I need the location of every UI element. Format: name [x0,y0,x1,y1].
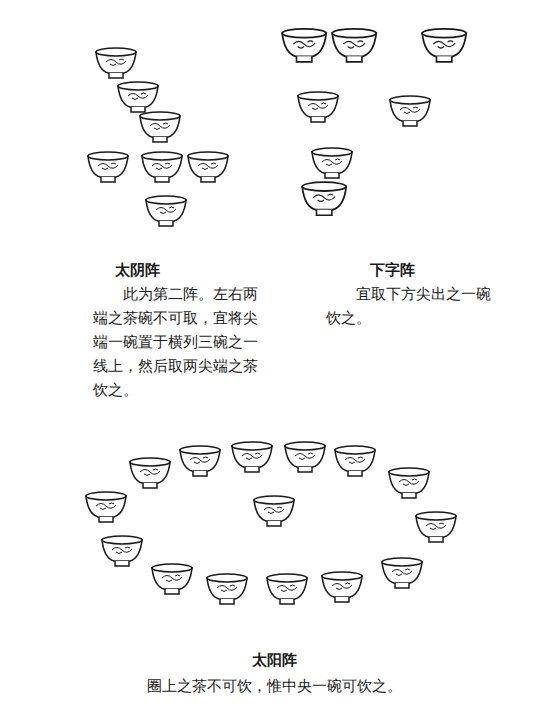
tea-bowl [96,48,136,78]
formation-title: 下字阵 [370,258,415,282]
tea-bowl [254,496,294,526]
tea-bowl [332,29,376,62]
tea-bowl [389,468,429,498]
tea-bowl [88,152,128,182]
tea-bowl [335,446,375,476]
tea-bowl [207,574,247,604]
tea-bowl [180,446,220,476]
tea-bowl [146,196,186,226]
tea-bowl [285,442,325,472]
formation-title: 太阳阵 [252,648,297,672]
tea-bowl [322,572,362,602]
tea-bowl [382,558,422,588]
tea-bowl [118,82,158,112]
tea-bowl [102,536,142,566]
tea-bowl [140,112,180,142]
tea-bowl [312,148,352,178]
tea-bowl [86,492,126,522]
tea-bowl [152,564,192,594]
tea-bowl [390,96,430,126]
tea-bowl [422,29,466,62]
tea-bowl [142,152,182,182]
formation-note: 宜取下方尖出之一碗饮之。 [326,282,494,330]
tea-bowl [282,29,326,62]
tea-bowl [298,92,338,122]
tea-bowl [188,152,228,182]
formation-note: 圈上之茶不可饮，惟中央一碗可饮之。 [147,674,402,698]
taiyin-bowls [88,48,228,226]
tea-bowl [267,574,307,604]
tea-bowl [232,442,272,472]
formation-note: 此为第二阵。左右两端之茶碗不可取，宜将尖端一碗置于横列三碗之一线上，然后取两尖端… [93,282,259,402]
xiazi-bowls [282,29,466,215]
formation-title: 太阴阵 [115,258,160,282]
tea-bowl [416,512,456,542]
tea-bowl [302,182,346,215]
taiyang-bowls [86,442,456,604]
tea-bowl [130,458,170,488]
